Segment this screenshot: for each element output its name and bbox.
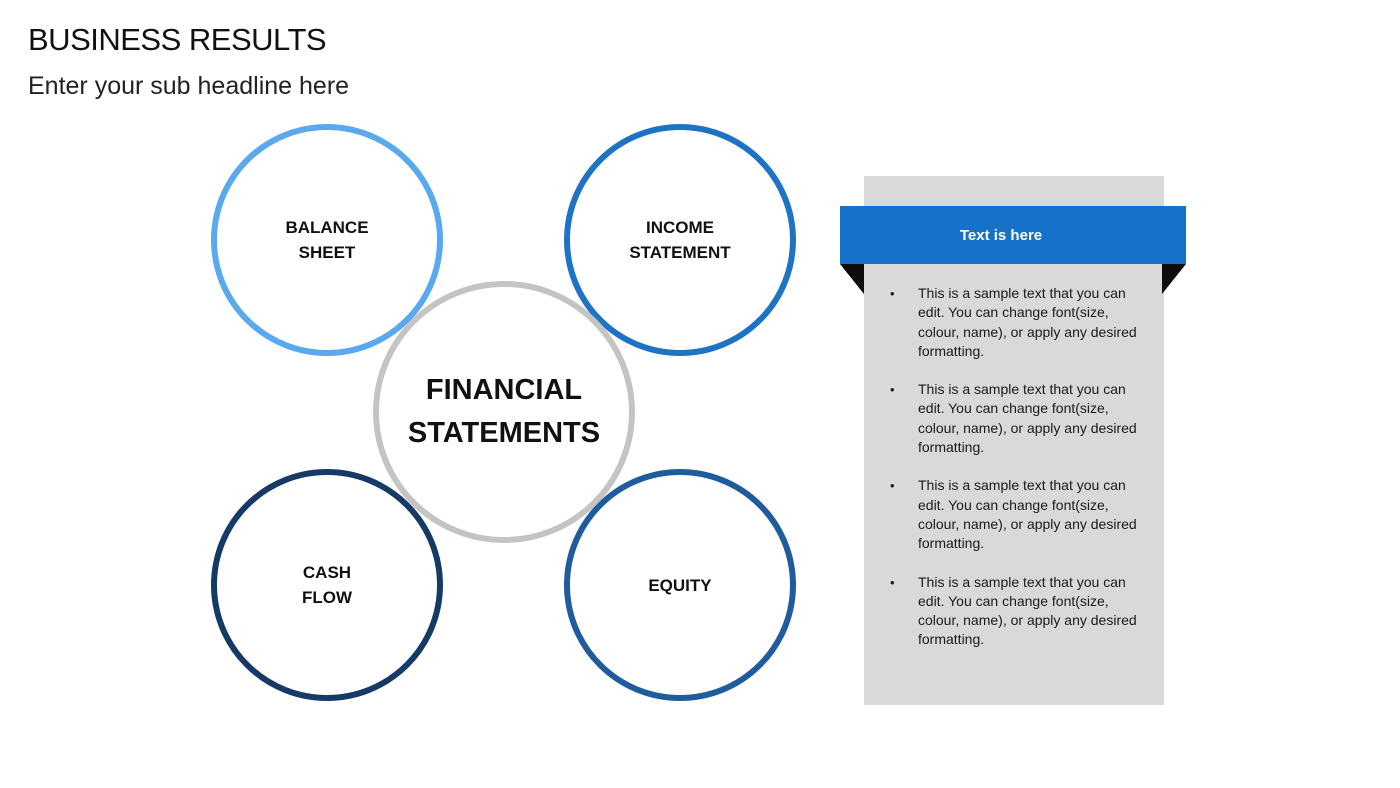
cash-flow-circle: CASH FLOW — [211, 469, 443, 701]
bullet-icon: • — [890, 478, 895, 494]
bullet-list: • This is a sample text that you can edi… — [890, 284, 1152, 669]
banner-fold-right — [1162, 264, 1186, 294]
financial-statements-label: FINANCIAL STATEMENTS — [407, 374, 601, 449]
bullet-text: This is a sample text that you can edit.… — [918, 285, 1137, 359]
financial-statements-circle: FINANCIAL STATEMENTS — [373, 281, 635, 543]
panel-banner-title: Text is here — [959, 226, 1043, 244]
page-subtitle: Enter your sub headline here — [28, 72, 350, 100]
bullet-icon: • — [890, 574, 895, 590]
income-statement-circle: INCOME STATEMENT — [564, 124, 796, 356]
cash-flow-label: CASH FLOW — [301, 563, 353, 607]
income-statement-label: INCOME STATEMENT — [629, 218, 731, 262]
bullet-text: This is a sample text that you can edit.… — [918, 573, 1137, 648]
panel-banner: Text is here — [840, 206, 1186, 264]
list-item: • This is a sample text that you can edi… — [890, 573, 1152, 650]
text-panel — [864, 176, 1164, 705]
banner-fold-left — [840, 264, 864, 294]
bullet-icon: • — [890, 286, 895, 301]
list-item: • This is a sample text that you can edi… — [890, 476, 1152, 553]
equity-label: EQUITY — [648, 575, 712, 595]
balance-sheet-circle: BALANCE SHEET — [211, 124, 443, 356]
list-item: • This is a sample text that you can edi… — [890, 284, 1152, 361]
bullet-text: This is a sample text that you can edit.… — [918, 381, 1137, 456]
page-title: BUSINESS RESULTS — [28, 22, 327, 57]
equity-circle: EQUITY — [564, 469, 796, 701]
bullet-icon: • — [890, 382, 895, 398]
balance-sheet-label: BALANCE SHEET — [285, 218, 369, 262]
bullet-text: This is a sample text that you can edit.… — [918, 477, 1137, 552]
list-item: • This is a sample text that you can edi… — [890, 380, 1152, 457]
